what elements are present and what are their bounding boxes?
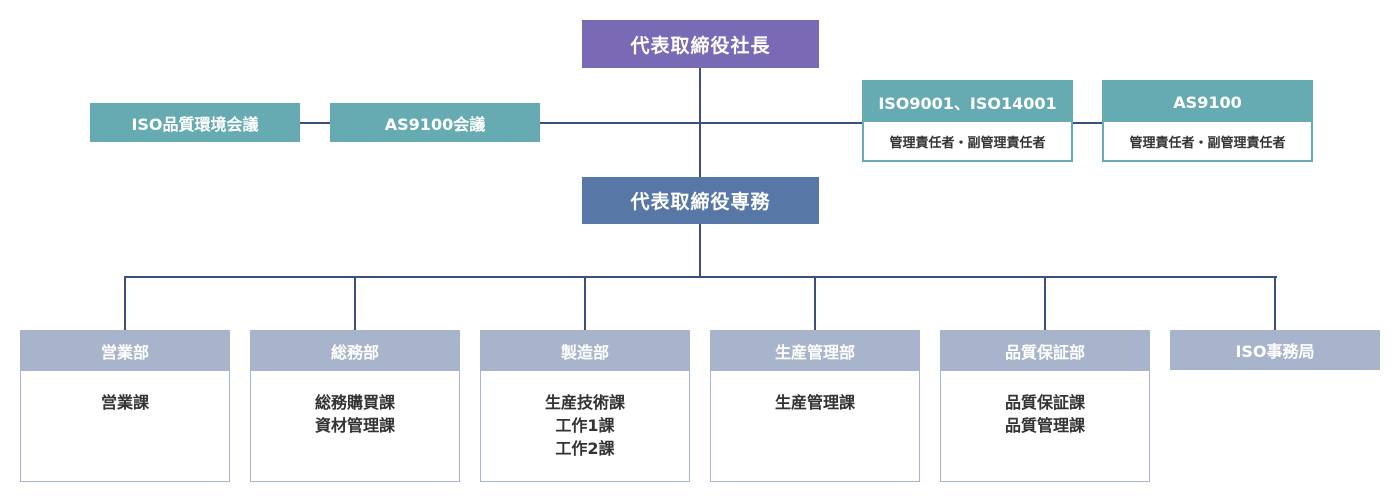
connector-meetings-horizontal — [300, 122, 862, 124]
section-item: 生産技術課 — [544, 393, 625, 412]
connector-dept-drop — [1044, 276, 1046, 330]
section-item: 工作1課 — [555, 416, 615, 435]
department-manufacturing: 製造部 生産技術課 工作1課 工作2課 — [480, 330, 690, 482]
responsibility-subtitle: 管理責任者・副管理責任者 — [889, 135, 1046, 151]
section-item: 工作2課 — [555, 439, 615, 458]
section-item: 品質管理課 — [1004, 416, 1085, 435]
connector-dept-drop — [814, 276, 816, 330]
department-sections: 総務購買課 資材管理課 — [251, 371, 459, 437]
connector-resp-horizontal — [1073, 122, 1102, 124]
iso-office-box: ISO事務局 — [1170, 330, 1380, 370]
section-item: 営業課 — [100, 393, 149, 412]
department-sections: 生産管理課 — [711, 371, 919, 414]
department-sales: 営業部 営業課 — [20, 330, 230, 482]
responsibility-box-as9100: AS9100 管理責任者・副管理責任者 — [1102, 80, 1313, 162]
connector-dept-drop — [354, 276, 356, 330]
iso-quality-environment-meeting-box: ISO品質環境会議 — [90, 103, 300, 142]
connector-dept-drop — [584, 276, 586, 330]
department-name: 品質保証部 — [941, 331, 1149, 371]
department-name: 営業部 — [21, 331, 229, 371]
responsibility-subtitle: 管理責任者・副管理責任者 — [1129, 135, 1286, 151]
connector-dept-horizontal — [124, 276, 1277, 278]
department-sections: 品質保証課 品質管理課 — [941, 371, 1149, 437]
responsibility-title: ISO9001、ISO14001 — [864, 82, 1071, 122]
section-item: 資材管理課 — [314, 416, 395, 435]
managing-director-box: 代表取締役専務 — [582, 177, 819, 224]
department-name: 総務部 — [251, 331, 459, 371]
section-item: 生産管理課 — [774, 393, 855, 412]
as9100-meeting-box: AS9100会議 — [330, 103, 540, 142]
responsibility-box-iso: ISO9001、ISO14001 管理責任者・副管理責任者 — [862, 80, 1073, 162]
department-name: 製造部 — [481, 331, 689, 371]
connector-dept-drop — [124, 276, 126, 330]
president-box: 代表取締役社長 — [582, 20, 819, 68]
department-general-affairs: 総務部 総務購買課 資材管理課 — [250, 330, 460, 482]
section-item: 総務購買課 — [314, 393, 395, 412]
connector-md-down — [699, 224, 701, 277]
department-sections: 営業課 — [21, 371, 229, 414]
department-quality-assurance: 品質保証部 品質保証課 品質管理課 — [940, 330, 1150, 482]
connector-dept-drop — [1274, 276, 1276, 330]
responsibility-title: AS9100 — [1104, 82, 1311, 122]
section-item: 品質保証課 — [1004, 393, 1085, 412]
department-production-control: 生産管理部 生産管理課 — [710, 330, 920, 482]
department-sections: 生産技術課 工作1課 工作2課 — [481, 371, 689, 460]
department-name: 生産管理部 — [711, 331, 919, 371]
